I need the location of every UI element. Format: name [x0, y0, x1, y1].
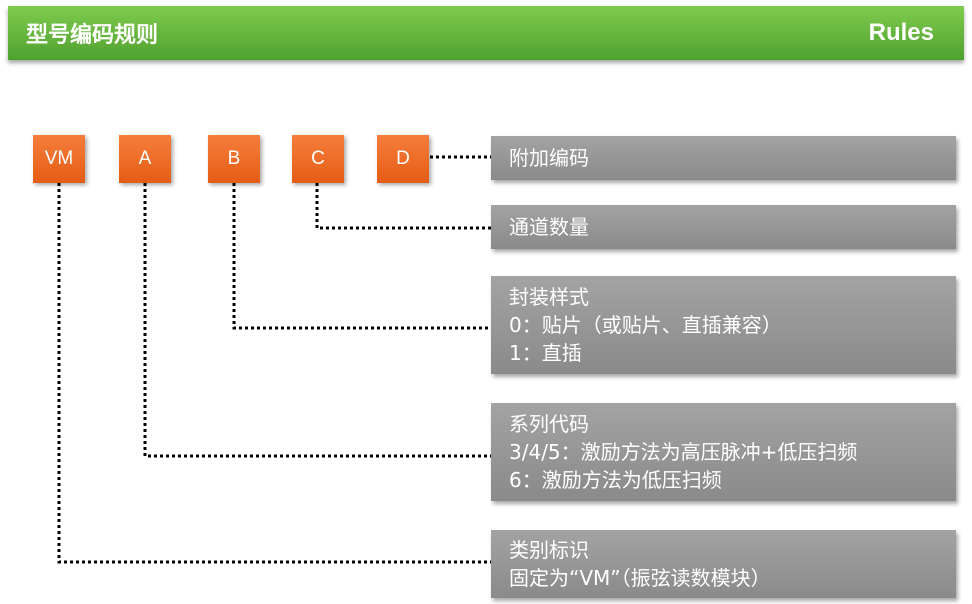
code-c: C [292, 135, 344, 183]
code-d: D [377, 135, 429, 183]
code-b: B [208, 135, 260, 183]
connector-a [143, 183, 491, 458]
box-package-style: 封装样式 0：贴片（或贴片、直插兼容） 1：直插 [491, 276, 956, 374]
box-category-id: 类别标识 固定为“VM”（振弦读数模块） [491, 530, 956, 598]
box-line: 系列代码 [509, 412, 589, 436]
box-line: 3/4/5：激励方法为高压脉冲+低压扫频 [509, 440, 858, 464]
box-line: 类别标识 [509, 538, 589, 562]
connector-b [232, 183, 491, 330]
box-line: 封装样式 [509, 285, 589, 309]
page-subtitle: Rules [868, 19, 934, 46]
connector-c [315, 183, 491, 230]
box-line: 附加编码 [509, 146, 589, 170]
code-a: A [119, 135, 171, 183]
box-additional-code: 附加编码 [491, 136, 956, 180]
box-line: 0：贴片（或贴片、直插兼容） [509, 313, 782, 337]
box-line: 1：直插 [509, 341, 582, 365]
box-line: 通道数量 [509, 215, 589, 239]
header-bar: 型号编码规则 Rules [8, 6, 964, 60]
box-series-code: 系列代码 3/4/5：激励方法为高压脉冲+低压扫频 6：激励方法为低压扫频 [491, 403, 956, 501]
page-title: 型号编码规则 [26, 23, 159, 48]
box-line: 6：激励方法为低压扫频 [509, 468, 722, 492]
code-vm: VM [33, 135, 85, 183]
box-line: 固定为“VM”（振弦读数模块） [509, 566, 771, 590]
box-channel-count: 通道数量 [491, 205, 956, 249]
connector-vm [57, 183, 491, 564]
